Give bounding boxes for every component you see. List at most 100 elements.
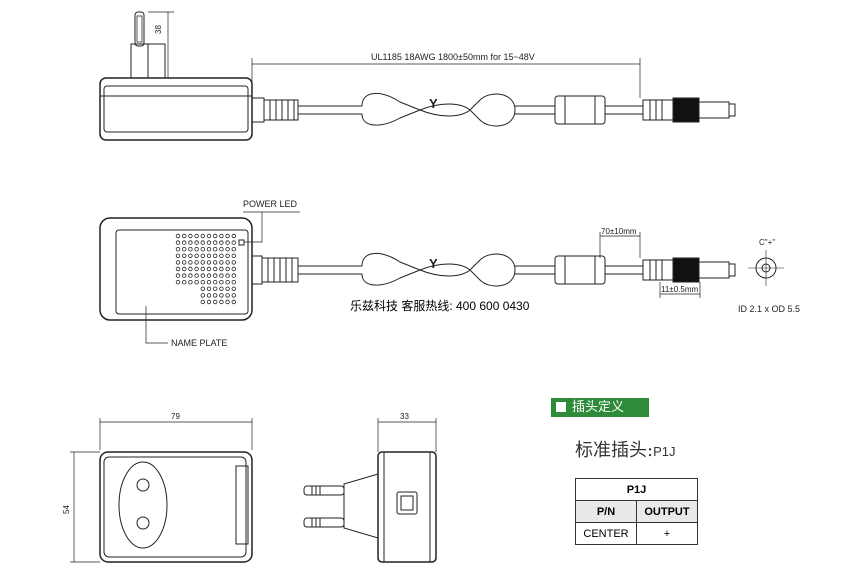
strain-relief-length: 70±10mm	[601, 227, 637, 236]
vent-hole	[194, 246, 199, 252]
vent-hole	[212, 293, 218, 298]
vent-hole	[225, 299, 230, 305]
power-led-label: POWER LED	[243, 199, 298, 209]
vent-hole	[175, 280, 181, 285]
barrel-end-view	[748, 250, 784, 286]
vent-hole	[175, 240, 181, 245]
vent-hole	[181, 280, 187, 285]
cable-spec-label: UL1185 18AWG 1800±50mm for 15~48V	[371, 52, 535, 62]
plug-dimensions	[599, 232, 701, 298]
bottom-dims	[70, 418, 437, 563]
vent-hole	[200, 293, 205, 298]
vent-hole	[219, 266, 224, 272]
vent-hole	[188, 233, 193, 239]
plug-length: 11±0.5mm	[661, 285, 699, 294]
vent-hole	[206, 233, 212, 239]
vent-hole	[200, 273, 205, 278]
vent-hole	[212, 280, 218, 285]
vent-hole	[219, 280, 224, 285]
vent-hole	[206, 240, 212, 245]
vent-hole	[225, 293, 230, 298]
vent-hole	[175, 233, 181, 239]
height-label: 54	[62, 505, 71, 514]
vent-hole	[231, 233, 236, 239]
vent-hole	[231, 299, 236, 305]
vent-hole	[231, 240, 236, 245]
cable-length-dimension	[251, 58, 641, 98]
vent-hole	[231, 266, 236, 272]
vent-hole	[188, 253, 193, 258]
vent-hole	[219, 273, 224, 278]
plug-definition-badge: 插头定义	[551, 398, 649, 417]
vent-hole	[206, 273, 212, 278]
vent-hole	[181, 240, 187, 245]
vent-hole	[181, 246, 187, 252]
table-row: CENTER +	[575, 522, 698, 545]
front-cable	[298, 253, 736, 287]
pin-height-label: 38	[154, 25, 163, 34]
vent-hole	[200, 240, 205, 245]
bottom-front-view	[99, 451, 253, 563]
badge-square-icon	[556, 402, 566, 412]
front-leaders	[145, 211, 300, 344]
vent-hole	[219, 253, 224, 258]
vent-hole	[200, 299, 205, 305]
front-cable-marker: Y	[429, 256, 438, 271]
vent-hole	[212, 260, 218, 265]
vent-hole	[231, 273, 236, 278]
vent-grid	[175, 233, 236, 305]
vent-hole	[194, 260, 199, 265]
top-view-adapter	[99, 11, 299, 141]
vent-hole	[206, 286, 212, 291]
vent-hole	[219, 299, 224, 305]
bottom-side-view	[303, 451, 437, 563]
vent-hole	[206, 299, 212, 305]
standard-plug-code: P1J	[653, 444, 676, 459]
vent-hole	[219, 293, 224, 298]
vent-hole	[219, 246, 224, 252]
vent-hole	[212, 233, 218, 239]
vent-hole	[225, 260, 230, 265]
vent-hole	[188, 260, 193, 265]
vent-hole	[194, 253, 199, 258]
vent-hole	[219, 240, 224, 245]
table-cell: +	[636, 522, 698, 545]
vent-hole	[194, 266, 199, 272]
vent-hole	[194, 240, 199, 245]
vent-hole	[200, 260, 205, 265]
table-cell: CENTER	[575, 522, 637, 545]
vent-hole	[219, 286, 224, 291]
vent-hole	[188, 246, 193, 252]
standard-plug-text: 标准插头:	[575, 440, 654, 461]
hotline-text: 乐兹科技 客服热线: 400 600 0430	[350, 299, 530, 313]
pin-definition-table: P1J P/N OUTPUT CENTER +	[575, 478, 698, 545]
top-cable-marker: Y	[429, 96, 438, 111]
vent-hole	[225, 246, 230, 252]
depth-label: 33	[400, 412, 409, 421]
vent-hole	[212, 266, 218, 272]
table-header-output: OUTPUT	[636, 500, 698, 523]
vent-hole	[200, 286, 205, 291]
table-header-pn: P/N	[575, 500, 637, 523]
vent-hole	[212, 286, 218, 291]
polarity-label: C"+"	[759, 238, 776, 247]
name-plate-label: NAME PLATE	[171, 338, 228, 348]
vent-hole	[225, 280, 230, 285]
front-view-adapter	[99, 217, 299, 321]
vent-hole	[200, 253, 205, 258]
plug-spec-label: ID 2.1 x OD 5.5	[738, 304, 801, 314]
vent-hole	[225, 273, 230, 278]
vent-hole	[188, 280, 193, 285]
vent-hole	[206, 266, 212, 272]
vent-hole	[212, 273, 218, 278]
table-title: P1J	[575, 478, 698, 501]
vent-hole	[231, 280, 236, 285]
vent-hole	[194, 280, 199, 285]
vent-hole	[225, 240, 230, 245]
vent-hole	[181, 253, 187, 258]
vent-hole	[212, 299, 218, 305]
vent-hole	[194, 233, 199, 239]
vent-hole	[231, 253, 236, 258]
vent-hole	[188, 240, 193, 245]
